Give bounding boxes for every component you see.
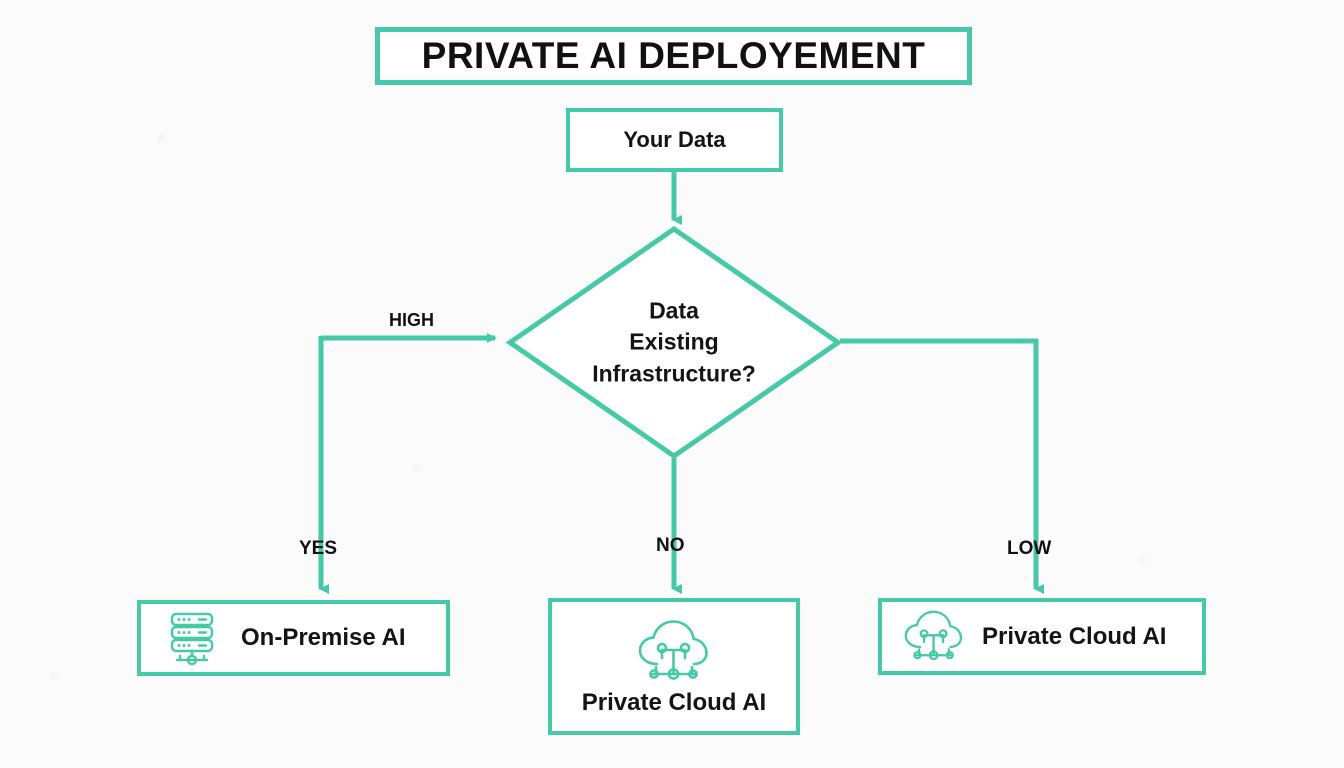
node-private-cloud-ai-right-label: Private Cloud AI xyxy=(982,622,1167,650)
edge-label-high: HIGH xyxy=(389,310,434,330)
edge-label-yes: YES xyxy=(299,538,338,559)
node-on-premise-ai: On-Premise AI xyxy=(137,600,450,676)
page-title: PRIVATE AI DEPLOYEMENT xyxy=(421,35,926,76)
cloud-network-icon xyxy=(638,619,708,680)
diagram-title-box: PRIVATE AI DEPLOYEMENT xyxy=(375,27,972,85)
node-private-cloud-ai-right: Private Cloud AI xyxy=(878,598,1206,675)
edge-label-no: NO xyxy=(656,535,685,556)
node-decision-label: Data Existing Infrastructure? xyxy=(592,296,756,387)
edge-low-to-private-cloud-right xyxy=(840,338,1044,594)
node-private-cloud-ai-center: Private Cloud AI xyxy=(548,598,800,735)
node-your-data: Your Data xyxy=(566,108,783,172)
server-rack-icon xyxy=(170,612,214,666)
decision-diamond-shape xyxy=(505,225,843,460)
node-on-premise-ai-label: On-Premise AI xyxy=(241,624,406,651)
edge-label-low: LOW xyxy=(1007,538,1052,559)
node-decision: Data Existing Infrastructure? xyxy=(508,227,840,458)
cloud-network-icon xyxy=(904,610,963,660)
node-your-data-label: Your Data xyxy=(623,127,726,152)
node-private-cloud-ai-center-label: Private Cloud AI xyxy=(581,688,767,716)
edge-high-to-decision xyxy=(318,333,497,594)
